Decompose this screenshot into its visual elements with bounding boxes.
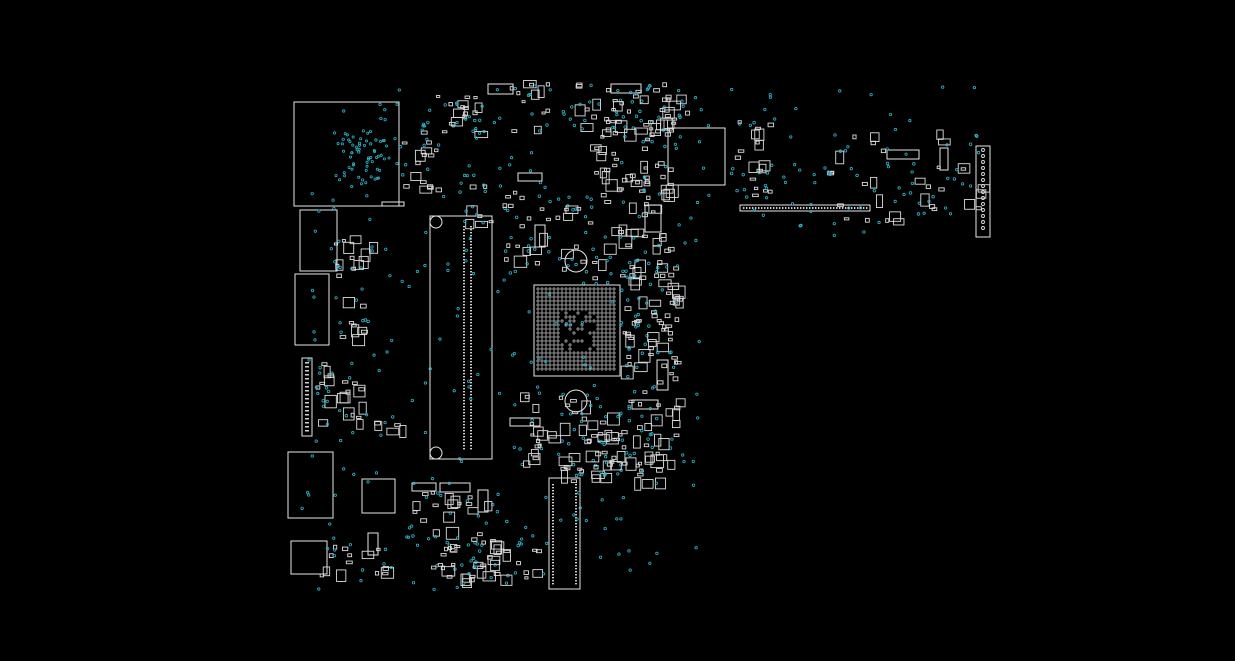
connector-right-long[interactable] (739, 204, 871, 212)
connector-left-4[interactable] (290, 540, 328, 575)
connector-left-3[interactable] (287, 451, 334, 519)
board-outlines (287, 83, 991, 590)
board-details (300, 80, 991, 591)
connector-left-strip[interactable] (301, 357, 313, 437)
slot-bottom-center[interactable] (548, 477, 581, 590)
ic-small-square[interactable] (361, 478, 396, 514)
connector-left-2[interactable] (294, 273, 330, 346)
ic-top-center[interactable] (667, 127, 726, 186)
ram-slot[interactable] (429, 215, 493, 460)
shield-top-left[interactable] (293, 101, 400, 207)
cpu-bga[interactable] (533, 284, 621, 377)
connector-left-1[interactable] (299, 209, 338, 272)
